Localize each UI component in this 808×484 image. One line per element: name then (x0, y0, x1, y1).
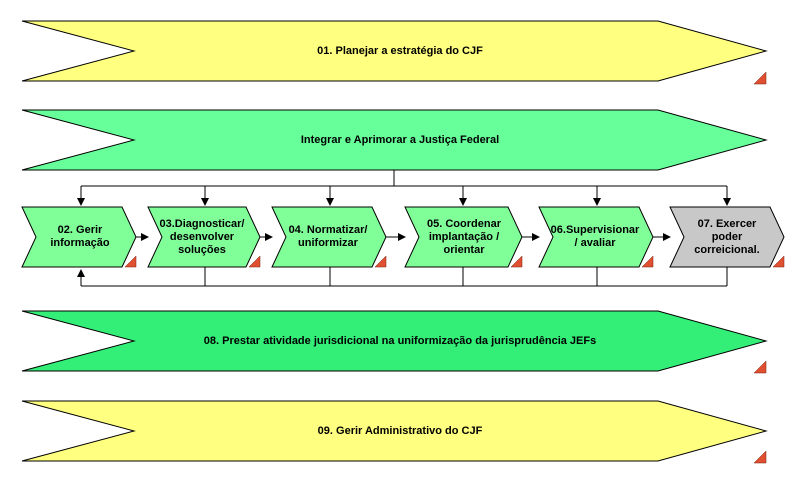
step-06-marker (641, 255, 654, 268)
process-01-marker (753, 71, 767, 85)
step-05-arrow[interactable] (404, 206, 523, 268)
process-01-arrow[interactable] (21, 20, 768, 82)
step-03-marker (248, 255, 261, 268)
distribution-connectors (77, 170, 731, 206)
step-shapes (21, 206, 785, 268)
main-process-arrow[interactable] (21, 109, 768, 171)
step-04-marker (374, 255, 387, 268)
main-process-label: Integrar e Aprimorar a Justiça Federal (300, 133, 500, 146)
step-04-arrow[interactable] (271, 206, 387, 268)
process-09-arrow[interactable] (21, 400, 768, 462)
process-09-marker (753, 450, 767, 464)
process-08-marker (753, 360, 767, 374)
step-04-label: 04. Normatizar/ uniformizar (288, 224, 368, 249)
step-06-arrow[interactable] (538, 206, 654, 268)
process-08-label: 08. Prestar atividade jurisdicional na u… (203, 334, 597, 347)
step-07-label: 07. Exercer poder correicional. (694, 217, 760, 256)
step-02-label: 02. Gerir informação (50, 224, 110, 249)
step-07-arrow[interactable] (669, 206, 785, 268)
step-05-marker (510, 255, 523, 268)
process-01-label: 01. Planejar a estratégia do CJF (317, 44, 483, 57)
process-08-arrow[interactable] (21, 310, 768, 372)
step-markers (124, 255, 785, 268)
step-03-arrow[interactable] (147, 206, 261, 268)
step-05-label: 05. Coordenar implantação / orientar (427, 217, 501, 256)
step-03-label: 03.Diagnosticar/ desenvolver soluções (159, 217, 245, 256)
step-02-arrow[interactable] (21, 206, 137, 268)
step-06-label: 06.Supervisionar / avaliar (550, 224, 640, 249)
feedback-connectors (77, 267, 728, 287)
step-07-marker (772, 255, 785, 268)
step-02-marker (124, 255, 137, 268)
process-09-label: 09. Gerir Administrativo do CJF (317, 424, 483, 437)
